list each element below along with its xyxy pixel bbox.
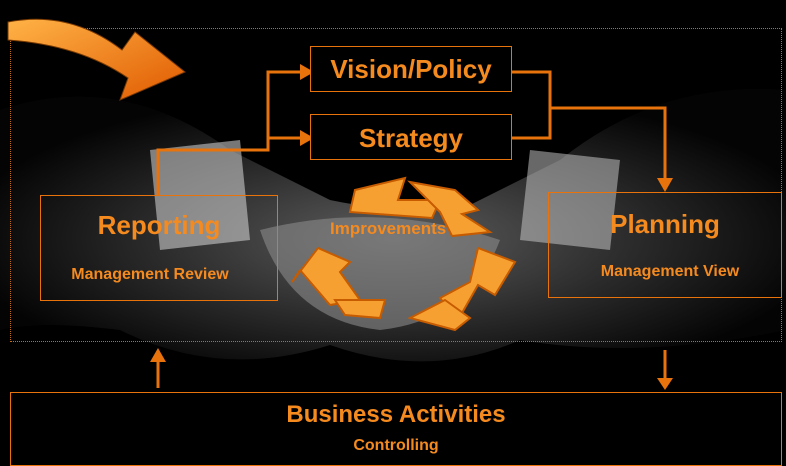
- improvements-label: Improvements: [330, 219, 447, 238]
- process-frame: [10, 28, 782, 342]
- business-activities-title: Business Activities: [286, 401, 506, 428]
- strategy-box: Strategy: [310, 114, 512, 160]
- curved-arrow-icon: [7, 18, 186, 101]
- reporting-subtitle: Management Review: [71, 266, 229, 283]
- reporting-box: Reporting Management Review: [40, 195, 278, 301]
- planning-subtitle: Management View: [600, 263, 740, 280]
- vision-policy-box: Vision/Policy: [310, 46, 512, 92]
- strategy-label: Strategy: [358, 123, 464, 153]
- reporting-title: Reporting: [97, 210, 221, 240]
- vision-policy-label: Vision/Policy: [330, 54, 492, 84]
- business-activities-subtitle: Controlling: [353, 437, 439, 454]
- business-activities-box: Business Activities Controlling: [10, 392, 782, 466]
- planning-title: Planning: [610, 209, 720, 239]
- planning-box: Planning Management View: [548, 192, 782, 298]
